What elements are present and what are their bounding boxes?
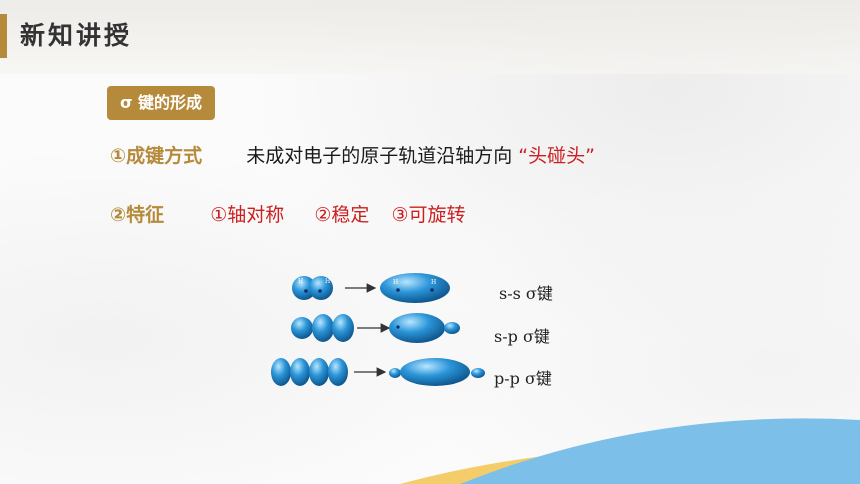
p-orbital-lobe xyxy=(332,314,354,342)
feature-stable: ②稳定 xyxy=(314,204,370,226)
orbital-overlap-diagram: H H H H xyxy=(265,262,585,394)
sigma-sp-orbital xyxy=(389,313,445,343)
p-orbital-lobe xyxy=(328,358,348,386)
header-band: 新知讲授 xyxy=(0,0,860,74)
page-title: 新知讲授 xyxy=(20,21,133,50)
p-orbital-lobe xyxy=(309,358,329,386)
atom-label: H xyxy=(393,279,398,286)
point-2-label: ②特征 xyxy=(110,204,165,226)
p-orbital-small-lobe xyxy=(389,368,401,378)
header-accent-bar xyxy=(0,14,7,58)
point-1-label: ①成键方式 xyxy=(110,145,203,167)
p-orbital-lobe xyxy=(312,314,334,342)
p-orbital-small-lobe xyxy=(444,322,460,334)
s-orbital-right xyxy=(309,276,333,300)
nucleus-dot xyxy=(396,288,400,292)
section-tag: σ 键的形成 xyxy=(107,86,216,120)
label-ss-sigma: s-s σ键 xyxy=(499,284,553,303)
nucleus-dot xyxy=(430,288,434,292)
point-1-description: 未成对电子的原子轨道沿轴方向 xyxy=(246,145,513,167)
feature-axial-symmetry: ①轴对称 xyxy=(210,204,285,226)
point-2-row: ②特征 ①轴对称 ②稳定 ③可旋转 xyxy=(110,202,466,228)
row-sp-orbitals xyxy=(291,313,460,343)
footer-blue-wave xyxy=(460,418,860,484)
row-pp-orbitals xyxy=(271,358,485,386)
feature-rotatable: ③可旋转 xyxy=(391,204,466,226)
label-sp-sigma: s-p σ键 xyxy=(494,327,550,346)
atom-label: H xyxy=(325,278,330,285)
s-orbital-left xyxy=(292,276,316,300)
nucleus-dot xyxy=(318,289,322,293)
p-orbital-lobe xyxy=(271,358,291,386)
point-1-highlight: “头碰头” xyxy=(518,145,595,167)
sigma-pp-orbital xyxy=(400,358,470,386)
p-orbital-small-lobe xyxy=(471,368,485,378)
label-pp-sigma: p-p σ键 xyxy=(494,369,552,388)
atom-label: H xyxy=(431,279,436,286)
row-ss-orbitals: H H H H xyxy=(292,273,450,303)
atom-label: H xyxy=(298,278,303,285)
nucleus-dot xyxy=(396,325,400,329)
p-orbital-lobe xyxy=(290,358,310,386)
sigma-ss-orbital xyxy=(380,273,450,303)
s-orbital xyxy=(291,317,313,339)
point-1-row: ①成键方式 未成对电子的原子轨道沿轴方向 “头碰头” xyxy=(110,143,595,169)
orbital-diagram-svg: H H H H xyxy=(271,273,485,386)
nucleus-dot xyxy=(304,289,308,293)
